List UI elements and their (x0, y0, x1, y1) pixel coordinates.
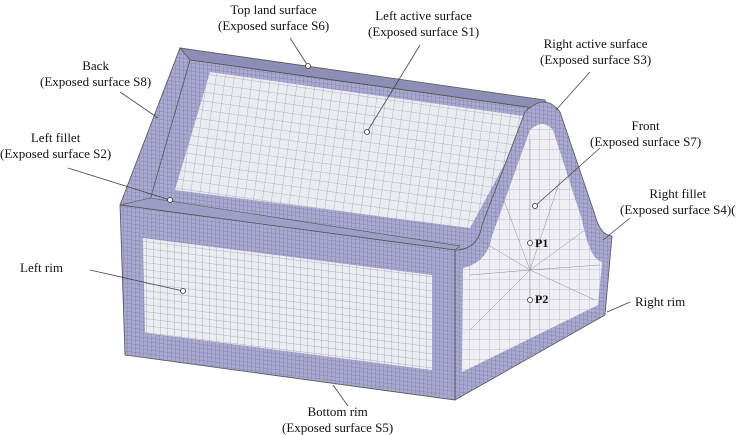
label-name: Front (631, 118, 660, 133)
label-name: Left active surface (375, 8, 472, 23)
label-name: Back (82, 58, 109, 73)
label-bottom-rim: Bottom rim(Exposed surface S5) (282, 404, 393, 435)
label-left-rim: Left rim (20, 260, 63, 276)
point-p1-label: P1 (535, 236, 549, 250)
label-surface: (Exposed surface S1) (368, 24, 480, 39)
label-surface: (Exposed surface S3) (540, 52, 652, 67)
label-surface: (Exposed surface S5) (282, 420, 394, 435)
label-right-fillet: Right fillet(Exposed surface S4)( (620, 186, 736, 218)
label-name: Left fillet (30, 130, 81, 145)
label-name: Bottom rim (307, 404, 368, 419)
label-surface: (Exposed surface S8) (40, 74, 152, 89)
leader-lines (67, 37, 631, 407)
left-active-surface (175, 72, 530, 228)
label-left-fillet: Left fillet(Exposed surface S2) (0, 130, 111, 162)
label-name: Left rim (20, 260, 63, 275)
label-surface: (Exposed surface S7) (590, 134, 702, 149)
label-name: Right active surface (543, 36, 648, 51)
marker-points (167, 63, 538, 303)
label-right-active: Right active surface(Exposed surface S3) (540, 36, 651, 68)
label-name: Top land surface (230, 2, 317, 17)
label-surface: (Exposed surface S4)( (620, 202, 736, 217)
label-back: Back(Exposed surface S8) (40, 58, 151, 90)
label-front: Front(Exposed surface S7) (590, 118, 701, 150)
label-surface: (Exposed surface S2) (0, 146, 112, 161)
label-surface: (Exposed surface S6) (218, 18, 330, 33)
front-face-radial-mesh (469, 140, 601, 360)
front-face (462, 124, 602, 372)
label-right-rim: Right rim (635, 294, 685, 310)
label-left-active: Left active surface(Exposed surface S1) (368, 8, 479, 40)
left-rim-inner (143, 238, 432, 370)
label-top-land: Top land surface(Exposed surface S6) (218, 2, 329, 34)
point-p2-label: P2 (535, 292, 549, 306)
label-name: Right fillet (649, 186, 707, 201)
label-name: Right rim (635, 294, 686, 309)
